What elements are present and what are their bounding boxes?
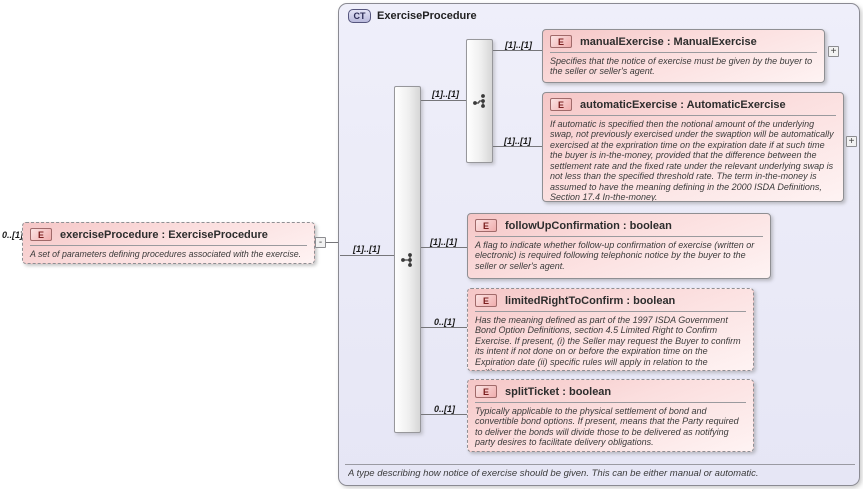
collapse-button[interactable]: - [315,237,326,248]
element-box-followUpConfirmation[interactable]: E followUpConfirmation : boolean A flag … [467,213,771,279]
element-badge-icon: E [475,219,497,232]
connector-line [421,414,467,415]
element-box-automaticExercise[interactable]: E automaticExercise : AutomaticExercise … [542,92,844,202]
complex-type-container[interactable]: CT ExerciseProcedure [1]..[1] [1]..[1] [338,3,860,486]
cardinality-label: [1]..[1] [505,40,532,50]
choice-compositor-bar[interactable] [466,39,493,163]
cardinality-label: 0..[1] [434,317,456,327]
cardinality-label: [1]..[1] [504,136,531,146]
sequence-compositor-bar[interactable] [394,86,421,433]
connector-line [326,242,339,243]
separator [550,52,817,53]
connector-line [493,50,542,51]
complex-type-title: ExerciseProcedure [377,10,477,22]
separator [475,311,746,312]
sequence-cardinality-label: [1]..[1] [353,244,380,254]
element-box-exerciseProcedure[interactable]: E exerciseProcedure : ExerciseProcedure … [22,222,315,264]
element-title: exerciseProcedure : ExerciseProcedure [60,228,268,241]
element-annotation: If automatic is specified then the notio… [550,119,834,202]
separator [30,245,307,246]
element-title: manualExercise : ManualExercise [580,35,757,48]
element-header: E exerciseProcedure : ExerciseProcedure [23,223,314,243]
element-badge-icon: E [475,385,497,398]
element-header: E followUpConfirmation : boolean [468,214,770,234]
element-box-limitedRightToConfirm[interactable]: E limitedRightToConfirm : boolean Has th… [467,288,754,371]
connector-line [340,255,394,256]
root-cardinality-label: 0..[1] [2,230,24,240]
element-annotation: Has the meaning defined as part of the 1… [475,315,741,370]
sequence-icon [400,252,412,267]
element-title: limitedRightToConfirm : boolean [505,294,676,307]
separator [475,236,763,237]
expand-button[interactable]: + [846,136,857,147]
element-box-manualExercise[interactable]: E manualExercise : ManualExercise Specif… [542,29,825,83]
element-annotation: Typically applicable to the physical set… [475,406,739,448]
element-annotation: Specifies that the notice of exercise mu… [550,56,813,77]
element-header: E automaticExercise : AutomaticExercise [543,93,843,113]
element-badge-icon: E [550,35,572,48]
element-header: E splitTicket : boolean [468,380,753,400]
element-title: splitTicket : boolean [505,385,612,398]
element-annotation: A set of parameters defining procedures … [30,249,302,259]
choice-cardinality-label: [1]..[1] [432,89,459,99]
element-header: E manualExercise : ManualExercise [543,30,824,50]
expand-button[interactable]: + [828,46,839,57]
element-badge-icon: E [475,294,497,307]
separator [475,402,746,403]
element-badge-icon: E [30,228,52,241]
element-annotation: A flag to indicate whether follow-up con… [475,240,755,271]
element-badge-icon: E [550,98,572,111]
element-header: E limitedRightToConfirm : boolean [468,289,753,309]
choice-icon [472,94,485,108]
complex-type-badge-icon: CT [348,9,371,23]
element-title: automaticExercise : AutomaticExercise [580,98,786,111]
element-box-splitTicket[interactable]: E splitTicket : boolean Typically applic… [467,379,754,452]
connector-line [421,247,467,248]
connector-line [421,327,467,328]
connector-line [421,100,466,101]
separator [550,115,836,116]
cardinality-label: 0..[1] [434,404,456,414]
element-title: followUpConfirmation : boolean [505,219,672,232]
separator [345,464,855,465]
cardinality-label: [1]..[1] [430,237,457,247]
connector-line [493,146,542,147]
complex-type-annotation: A type describing how notice of exercise… [348,468,759,479]
